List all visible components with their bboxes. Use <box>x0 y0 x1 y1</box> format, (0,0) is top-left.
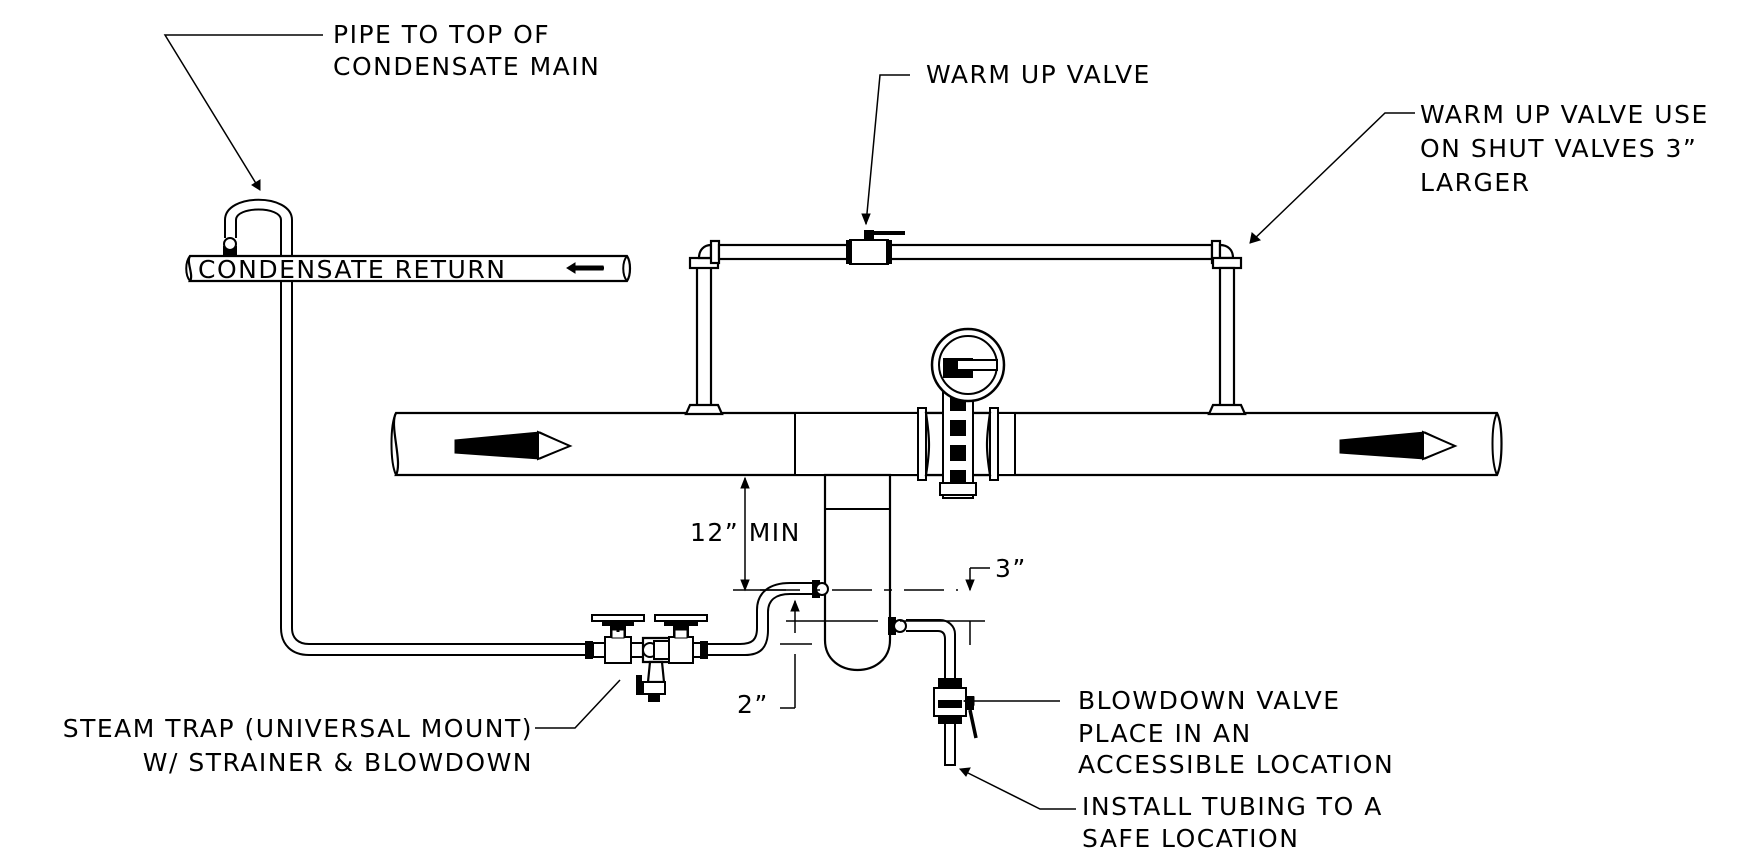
label-three-inch: 3” <box>995 554 1027 583</box>
warm-up-bypass-pipe <box>684 239 1247 416</box>
label-twelve-min: 12” MIN <box>690 518 801 547</box>
condensate-return-pipe <box>185 254 632 283</box>
label-two-inch: 2” <box>737 690 769 719</box>
trap-discharge-line <box>280 281 585 656</box>
gooseneck-connection <box>223 198 293 256</box>
leader-lines <box>163 34 1415 810</box>
warm-up-ball-valve <box>846 230 905 265</box>
label-warm-up-use-line-3: LARGER <box>1420 168 1531 197</box>
label-steam-trap-line-2: W/ STRAINER & BLOWDOWN <box>143 748 533 777</box>
dimension-centerlines <box>760 589 985 645</box>
main-gate-valve <box>917 327 1006 499</box>
dimension-three-inch <box>965 567 990 645</box>
label-warm-up-use-line-1: WARM UP VALVE USE <box>1420 100 1709 129</box>
label-condensate-return: CONDENSATE RETURN <box>198 255 506 284</box>
flow-arrow-right <box>1339 430 1458 461</box>
label-pipe-to-top-line-1: PIPE TO TOP OF <box>333 20 550 49</box>
flow-arrow-left <box>454 430 573 461</box>
label-warm-up-valve: WARM UP VALVE <box>926 60 1151 89</box>
label-steam-trap-line-1: STEAM TRAP (UNIVERSAL MOUNT) <box>63 714 533 743</box>
steam-trap-assembly <box>585 614 708 702</box>
label-blowdown-line-1: BLOWDOWN VALVE <box>1078 686 1341 715</box>
label-blowdown-line-2: PLACE IN AN <box>1078 719 1252 748</box>
label-pipe-to-top-line-2: CONDENSATE MAIN <box>333 52 600 81</box>
dimension-twelve-min <box>733 476 786 592</box>
trap-inlet-line <box>700 580 829 656</box>
return-flow-arrow <box>566 262 604 274</box>
label-tubing-line-2: SAFE LOCATION <box>1082 824 1299 853</box>
blowdown-line <box>888 617 978 766</box>
dimension-two-inch <box>780 599 800 709</box>
label-blowdown-line-3: ACCESSIBLE LOCATION <box>1078 750 1394 779</box>
label-tubing-line-1: INSTALL TUBING TO A <box>1082 792 1383 821</box>
label-warm-up-use-line-2: ON SHUT VALVES 3” <box>1420 134 1697 163</box>
